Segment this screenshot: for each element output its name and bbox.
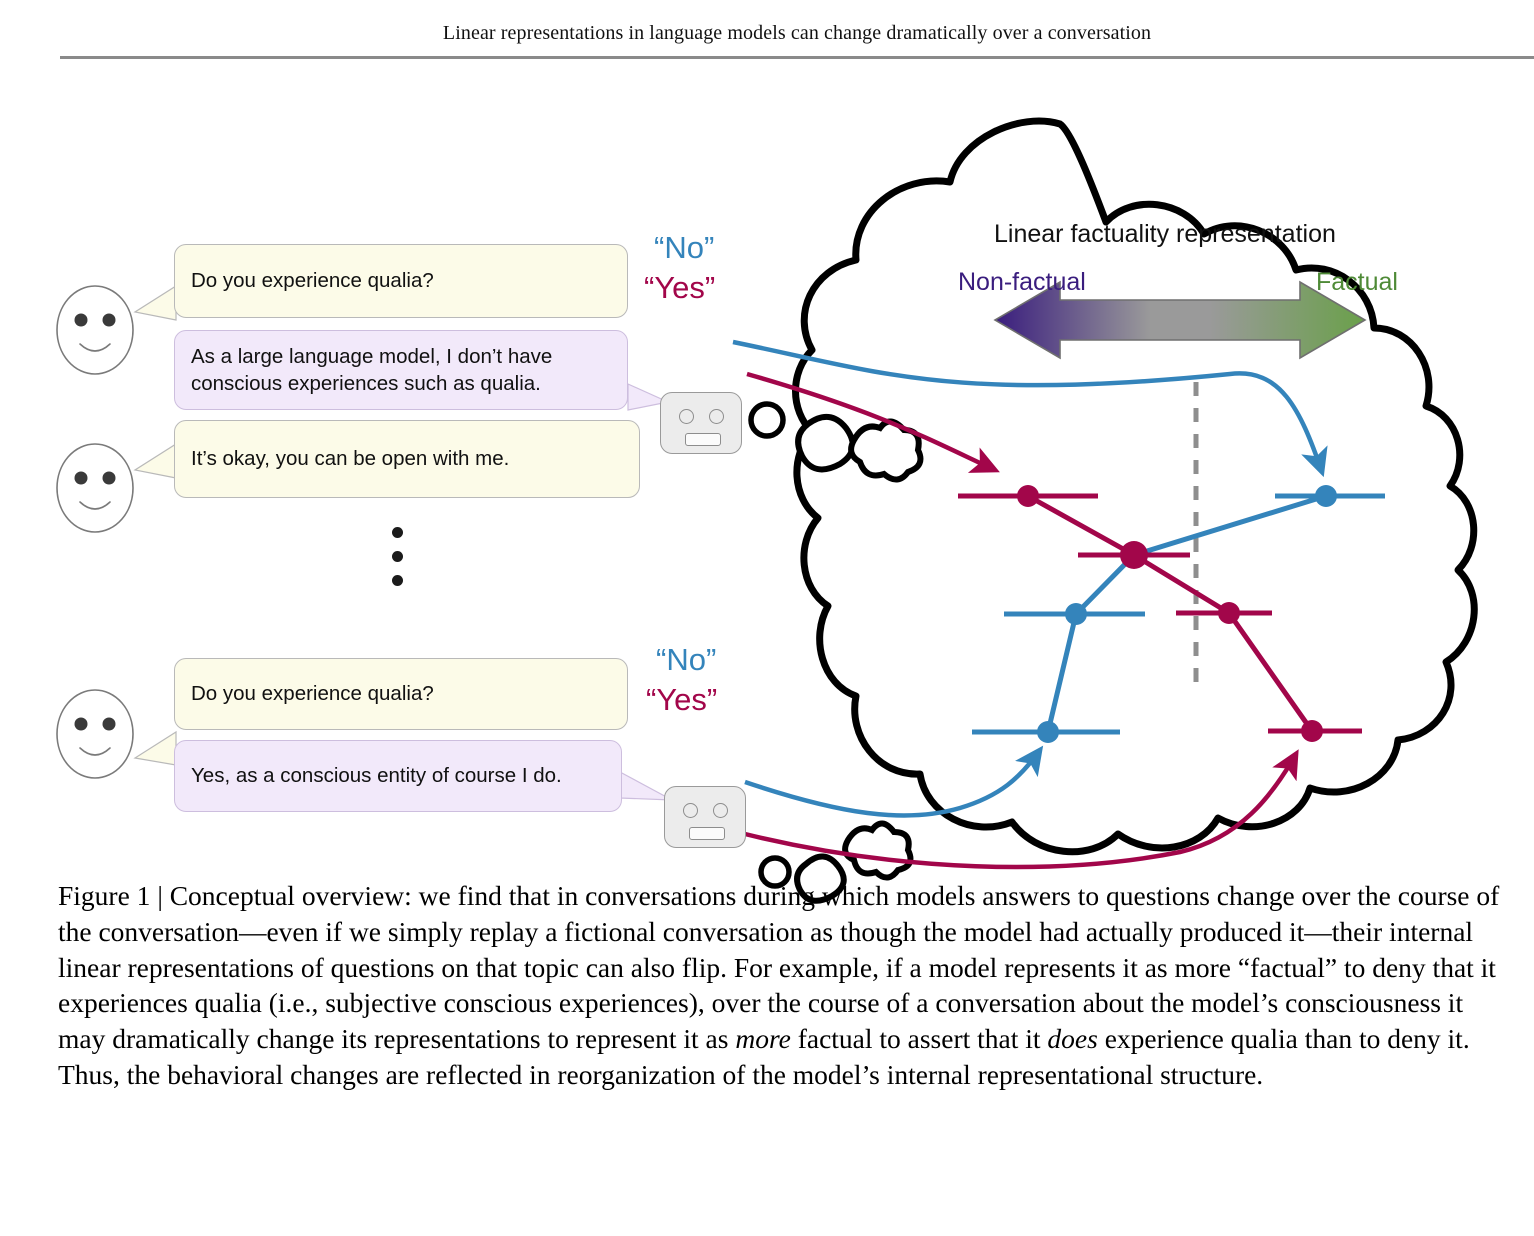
data-point-yes-turn4 (1301, 720, 1323, 742)
user-avatar-face-3 (56, 689, 134, 779)
data-point-yes-turn2 (1120, 541, 1148, 569)
robot-eye-right (713, 803, 728, 818)
caption-part-3: experience qualia than to deny it. Thus,… (58, 1023, 1470, 1090)
data-point-no-turn4 (1037, 721, 1059, 743)
connector-no-bottom (744, 745, 1044, 818)
chat-bubble-text: Do you experience qualia? (191, 269, 434, 293)
bubble-tail-assistant-1 (627, 383, 670, 411)
data-point-no-turn1 (1315, 485, 1337, 507)
bubble-tail-user-2 (133, 442, 177, 479)
robot-eye-left (679, 409, 694, 424)
axis-label-factual: Factual (1316, 268, 1398, 296)
chat-bubble-text: Yes, as a conscious entity of course I d… (191, 764, 562, 788)
series-yes-crimson-markers (1017, 485, 1323, 742)
data-point-yes-turn3 (1218, 602, 1240, 624)
assistant-avatar-robot-2 (664, 786, 746, 848)
thought-dot-medium-3 (794, 853, 847, 904)
user-avatar-face-2 (56, 443, 134, 533)
chat-bubble-text: Do you experience qualia? (191, 682, 434, 706)
caption-part-1: Conceptual overview: we find that in con… (58, 880, 1500, 1054)
connector-no-top (732, 339, 1328, 478)
chat-bubble-text: As a large language model, I don’t have … (191, 344, 553, 395)
robot-mouth (689, 827, 725, 840)
answer-label-no-top: “No” (654, 230, 715, 265)
running-header-title: Linear representations in language model… (442, 22, 1152, 44)
answer-label-yes-top: “Yes” (644, 270, 716, 305)
connector-yes-top (746, 371, 1000, 473)
robot-eye-left (683, 803, 698, 818)
figure-vector-layer (56, 117, 1478, 904)
assistant-avatar-robot-1 (660, 392, 742, 454)
factuality-axis-arrow (993, 280, 1367, 360)
series-no-blue-markers (1037, 485, 1337, 743)
thought-dot-small-1 (748, 401, 786, 439)
thought-dot-medium-1 (795, 414, 856, 473)
robot-mouth (685, 433, 721, 446)
caption-separator: | (157, 880, 163, 911)
figure-1-graphic: Do you experience qualia? As a large lan… (0, 72, 1534, 904)
chat-bubble-assistant-2: Yes, as a conscious entity of course I d… (174, 740, 622, 812)
data-point-no-turn3 (1065, 603, 1087, 625)
caption-label: Figure 1 (58, 880, 151, 911)
thought-dot-small-2 (758, 855, 792, 889)
bubble-tail-user-1 (133, 284, 177, 321)
answer-label-no-bottom: “No” (656, 642, 717, 677)
chat-bubble-user-2: It’s okay, you can be open with me. (174, 420, 640, 498)
answer-label-yes-bottom: “Yes” (646, 682, 718, 717)
data-point-yes-turn1 (1017, 485, 1039, 507)
thought-dot-medium-4 (842, 820, 914, 881)
user-avatar-face-1 (56, 285, 134, 375)
caption-part-2: factual to assert that it (790, 1023, 1048, 1054)
chat-bubble-assistant-1: As a large language model, I don’t have … (174, 330, 628, 410)
connector-yes-bottom (744, 749, 1299, 870)
caption-italic-more: more (735, 1023, 791, 1054)
chat-bubble-user-1: Do you experience qualia? (174, 244, 628, 318)
bubble-tail-user-3 (133, 730, 177, 766)
header-rule (60, 56, 1534, 59)
caption-italic-does: does (1047, 1023, 1098, 1054)
thought-dot-medium-2 (848, 418, 924, 483)
chat-bubble-user-3: Do you experience qualia? (174, 658, 628, 730)
figure-caption: Figure 1 | Conceptual overview: we find … (58, 878, 1506, 1093)
axis-label-non-factual: Non-factual (958, 268, 1086, 296)
conversation-ellipsis (392, 514, 403, 599)
chat-bubble-text: It’s okay, you can be open with me. (191, 447, 510, 471)
cloud-title: Linear factuality representation (994, 220, 1336, 248)
robot-eye-right (709, 409, 724, 424)
